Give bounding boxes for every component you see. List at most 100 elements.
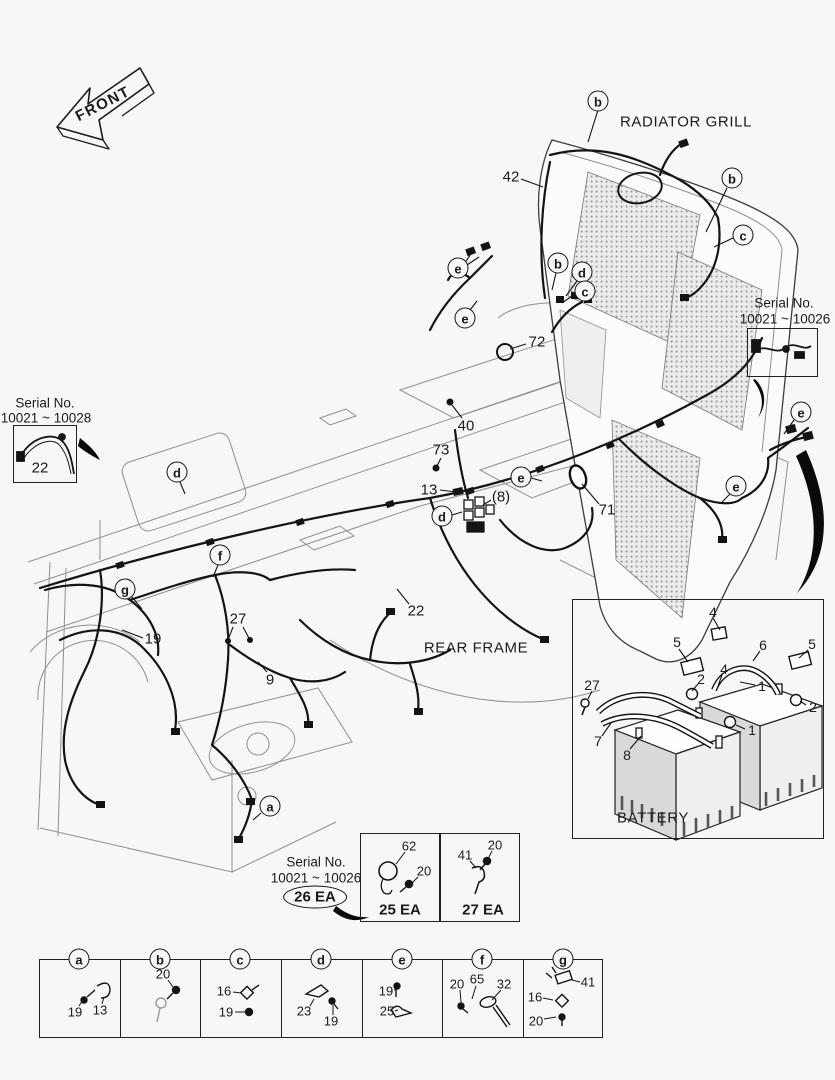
callout-circle: c <box>574 280 596 302</box>
callout-circle: g <box>114 578 136 600</box>
legend-part-label: 13 <box>92 1002 108 1018</box>
part-number-label: 40 <box>457 417 475 435</box>
legend-part-label: 19 <box>218 1004 234 1020</box>
legend-part-label: 16 <box>216 983 232 999</box>
legend-part-label: 19 <box>67 1004 83 1020</box>
ea-box-frame <box>440 833 520 922</box>
part-number-label: 73 <box>432 441 450 459</box>
part-number-label: 71 <box>598 501 616 519</box>
callout-circle: b <box>547 252 569 274</box>
battery-part-label: 5 <box>673 634 681 650</box>
serial-left-cable <box>16 433 75 475</box>
legend-letter: b <box>149 948 171 970</box>
legend-part-label: 41 <box>580 974 596 990</box>
rear-frame-label: REAR FRAME <box>423 639 529 657</box>
legend-divider <box>281 959 282 1038</box>
legend-part-label: 19 <box>323 1013 339 1029</box>
battery-caption: BATTERY <box>617 809 689 827</box>
relay-block <box>463 496 495 533</box>
quantity-badge: 26 EA <box>283 885 347 909</box>
battery-inset-box <box>572 599 824 839</box>
part-number-label: 20 <box>487 837 503 853</box>
battery-part-label: 4 <box>709 604 717 620</box>
ea-box-icons <box>378 856 492 895</box>
battery-part-label: 4 <box>720 661 728 677</box>
legend-letter: e <box>391 948 413 970</box>
battery-part-label: 6 <box>759 637 767 653</box>
legend-letter: a <box>68 948 90 970</box>
legend-divider <box>200 959 201 1038</box>
callout-circle: d <box>166 461 188 483</box>
battery-part-label: 27 <box>584 677 600 693</box>
legend-part-label: 25 <box>379 1003 395 1019</box>
legend-divider <box>523 959 524 1038</box>
serial-range: 10021 ~ 10026 <box>270 870 362 886</box>
serial-right-box <box>747 328 818 377</box>
legend-part-label: 20 <box>528 1013 544 1029</box>
legend-divider <box>362 959 363 1038</box>
serial-right-cable <box>751 339 812 359</box>
battery-part-label: 7 <box>594 733 602 749</box>
legend-part-label: 19 <box>378 983 394 999</box>
part-number-label: 20 <box>416 863 432 879</box>
ea-caption: 25 EA <box>379 901 421 919</box>
legend-letter: d <box>310 948 332 970</box>
legend-letter: g <box>552 948 574 970</box>
serial-title: Serial No. <box>15 395 75 411</box>
serial-title: Serial No. <box>286 854 346 870</box>
part-number-label: 9 <box>265 671 275 689</box>
legend-part-label: 20 <box>155 966 171 982</box>
part-number-label: 22 <box>407 602 425 620</box>
battery-leader-lines <box>587 617 809 750</box>
part-number-label: 41 <box>457 847 473 863</box>
legend-part-label: 16 <box>527 989 543 1005</box>
leader-lines <box>121 109 795 821</box>
callout-circle: e <box>447 257 469 279</box>
callout-circle: e <box>790 401 812 423</box>
legend-divider <box>442 959 443 1038</box>
callout-circle: e <box>510 466 532 488</box>
callout-circle: d <box>571 261 593 283</box>
serial-range: 10021 ~ 10026 <box>739 311 831 327</box>
ea-caption: 27 EA <box>462 901 504 919</box>
battery-part-label: 5 <box>808 636 816 652</box>
pointer-swoosh-arrows <box>78 379 824 921</box>
legend-letter: f <box>471 948 493 970</box>
part-number-label: 19 <box>144 630 162 648</box>
battery-part-label: 1 <box>758 678 766 694</box>
part-number-label: 72 <box>528 333 546 351</box>
serial-left-box <box>13 425 77 483</box>
part-number-label: 62 <box>401 838 417 854</box>
legend-part-label: 20 <box>449 976 465 992</box>
battery-part-label: 2 <box>809 699 817 715</box>
callout-circle: d <box>431 505 453 527</box>
ea-box-frame <box>360 833 440 922</box>
callout-circle: c <box>732 224 754 246</box>
radiator-grill-label: RADIATOR GRILL <box>619 113 753 131</box>
legend-frame <box>39 959 603 1038</box>
part-number-label: 27 <box>229 610 247 628</box>
part-number-label: 22 <box>31 459 49 477</box>
part-number-label: 42 <box>502 168 520 186</box>
serial-title: Serial No. <box>754 295 814 311</box>
part-number-label: 13 <box>420 481 438 499</box>
serial-range: 10021 ~ 10028 <box>0 410 92 426</box>
legend-part-label: 23 <box>296 1003 312 1019</box>
battery-illustration <box>580 617 824 841</box>
wiring-harness-lines <box>38 142 814 842</box>
callout-circle: a <box>259 795 281 817</box>
battery-part-label: 2 <box>697 671 705 687</box>
legend-letter: c <box>229 948 251 970</box>
radiator-grill-shape <box>537 139 799 663</box>
legend-divider <box>120 959 121 1038</box>
callout-circle: e <box>725 475 747 497</box>
front-arrow-shape <box>56 67 155 150</box>
battery-part-label: 1 <box>748 722 756 738</box>
part-number-label: (8) <box>491 488 511 506</box>
callout-circle: f <box>209 544 231 566</box>
battery-part-label: 8 <box>623 747 631 763</box>
callout-circle: b <box>587 90 609 112</box>
legend-part-label: 32 <box>496 976 512 992</box>
